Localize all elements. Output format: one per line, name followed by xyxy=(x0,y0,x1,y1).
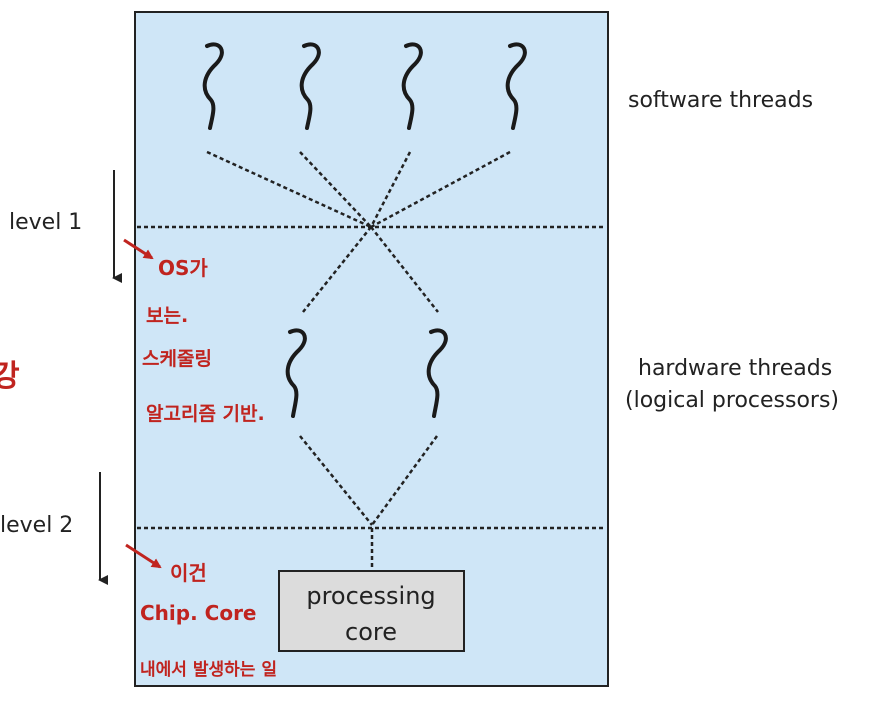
level1-annotation-arrow xyxy=(123,238,154,260)
logical-processors-label: (logical processors) xyxy=(625,388,839,413)
level2-note-line3: 내에서 발생하는 일 xyxy=(140,660,277,680)
software-thread-1-icon xyxy=(202,42,224,130)
software-thread-4-icon xyxy=(505,42,527,130)
software-thread-icons xyxy=(202,42,527,130)
software-thread-3-icon xyxy=(401,42,423,130)
hardware-thread-1-icon xyxy=(285,328,307,418)
hardware-mapping-lines xyxy=(299,435,439,570)
level2-label: level 2 xyxy=(0,513,73,538)
level1-note-line3: 스케줄링 xyxy=(142,348,212,370)
software-mapping-lines xyxy=(206,150,511,313)
level2-note-line2: Chip. Core xyxy=(140,601,257,625)
level1-note-line1: OS가 xyxy=(158,256,208,280)
level1-note-line2: 보는. xyxy=(146,305,188,327)
processing-core-label-line1: processing xyxy=(306,582,435,610)
side-mark: 강 xyxy=(0,359,20,394)
level2-note-line1: 이건 xyxy=(170,561,207,585)
level1-label: level 1 xyxy=(9,210,82,235)
hardware-threads-label: hardware threads xyxy=(638,356,832,381)
hardware-thread-icons xyxy=(285,328,448,418)
processing-core-label-line2: core xyxy=(345,618,397,646)
software-threads-label: software threads xyxy=(628,88,813,113)
hardware-thread-2-icon xyxy=(426,328,448,418)
level1-note-line4: 알고리즘 기반. xyxy=(146,403,265,425)
software-thread-2-icon xyxy=(299,42,321,130)
processing-core-box xyxy=(278,570,465,652)
level2-annotation-arrow xyxy=(125,543,162,569)
